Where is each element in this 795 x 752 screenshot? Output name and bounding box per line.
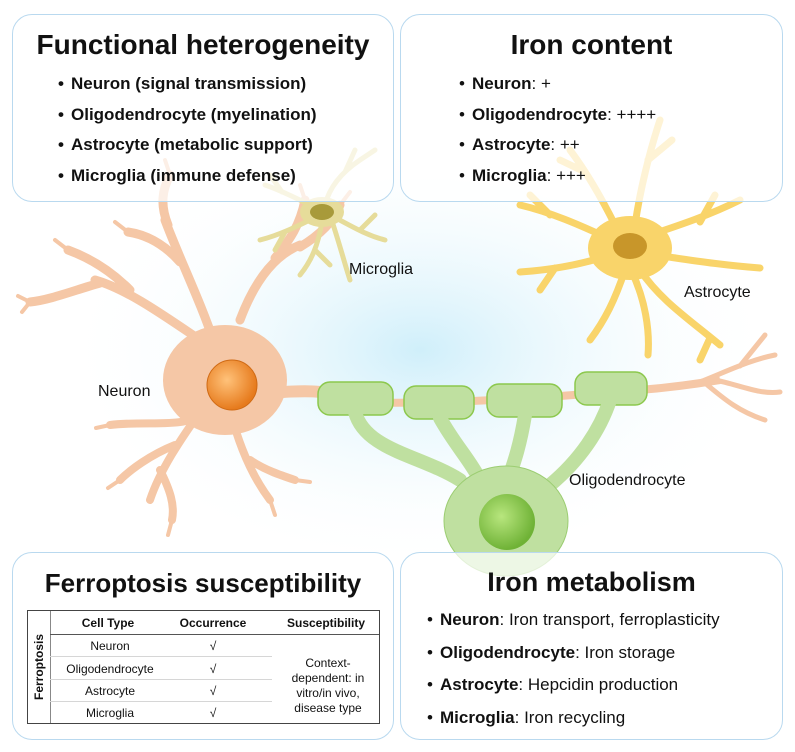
panel-title: Iron content xyxy=(510,29,673,60)
list-item: Microglia: Iron recycling xyxy=(427,702,782,735)
table-cell-occurrence: √ xyxy=(209,684,217,698)
ferroptosis-table: Ferroptosis Cell Type Occurrence Suscept… xyxy=(27,610,380,724)
axon xyxy=(319,376,721,407)
iron-content-panel: Iron content Neuron: + Oligodendrocyte: … xyxy=(400,14,783,202)
oligodendrocyte-nucleus xyxy=(479,494,535,550)
oligodendrocyte-cell xyxy=(348,393,617,492)
header-susceptibility: Susceptibility xyxy=(286,616,366,630)
axon-terminals xyxy=(697,332,783,423)
cell-name: Neuron xyxy=(440,610,500,629)
list-item: Astrocyte (metabolic support) xyxy=(58,130,393,161)
metabolism-role: : Iron recycling xyxy=(514,707,626,727)
panel-title: Iron metabolism xyxy=(487,567,696,597)
oligodendrocyte-label: Oligodendrocyte xyxy=(569,472,686,489)
row-divider xyxy=(50,656,272,657)
panel-title: Functional heterogeneity xyxy=(36,29,370,60)
cell-name: Microglia xyxy=(472,165,547,185)
cell-name: Astrocyte xyxy=(440,675,519,694)
metabolism-role: : Iron transport, ferroplasticity xyxy=(499,610,720,629)
row-group-label: Ferroptosis xyxy=(28,611,51,723)
cell-name: Microglia xyxy=(440,707,515,727)
susceptibility-note: Context-dependent: in vitro/in vivo, dis… xyxy=(291,656,365,715)
iron-level: : +++ xyxy=(546,165,586,185)
row-group-label-text: Ferroptosis xyxy=(32,633,46,701)
ferroptosis-susceptibility-panel: Ferroptosis susceptibility xyxy=(12,552,394,740)
cell-name: Neuron xyxy=(472,74,532,93)
table-cell-type: Oligodendrocyte xyxy=(66,662,154,676)
table-cell-type: Neuron xyxy=(90,639,130,653)
list-item: Oligodendrocyte (myelination) xyxy=(58,100,393,131)
list-item: Oligodendrocyte: Iron storage xyxy=(427,637,782,670)
functional-heterogeneity-panel: Functional heterogeneity Neuron (signal … xyxy=(12,14,394,202)
table-cell-occurrence: √ xyxy=(209,639,217,653)
list-item: Microglia (immune defense) xyxy=(58,161,393,192)
iron-metabolism-list: Neuron: Iron transport, ferroplasticity … xyxy=(427,604,782,735)
iron-level: : + xyxy=(531,74,551,93)
function-list: Neuron (signal transmission) Oligodendro… xyxy=(58,69,393,192)
iron-content-list: Neuron: + Oligodendrocyte: ++++ Astrocyt… xyxy=(459,69,782,192)
table-cell-occurrence: √ xyxy=(209,662,217,676)
list-item: Astrocyte: Hepcidin production xyxy=(427,669,782,702)
panel-title: Ferroptosis susceptibility xyxy=(44,568,362,598)
iron-level: : ++++ xyxy=(607,104,657,124)
microglia-nucleus xyxy=(310,204,334,220)
myelin-sheaths xyxy=(317,371,648,420)
astrocyte-label: Astrocyte xyxy=(684,284,751,301)
header-cell-type: Cell Type xyxy=(81,616,135,630)
astrocyte-nucleus xyxy=(613,233,647,259)
neuron-label: Neuron xyxy=(98,383,151,400)
iron-metabolism-panel: Iron metabolism Neuron: Iron transport, … xyxy=(400,552,783,740)
list-item: Microglia: +++ xyxy=(459,161,782,192)
list-item: Neuron: Iron transport, ferroplasticity xyxy=(427,604,782,637)
table-cell-type: Microglia xyxy=(85,706,134,720)
cell-name: Oligodendrocyte xyxy=(472,104,608,124)
header-occurrence: Occurrence xyxy=(179,616,247,630)
list-item: Neuron (signal transmission) xyxy=(58,69,393,100)
row-divider xyxy=(50,701,272,702)
list-item: Neuron: + xyxy=(459,69,782,100)
table-cell-occurrence: √ xyxy=(209,706,217,720)
metabolism-role: : Hepcidin production xyxy=(518,675,679,694)
list-item: Astrocyte: ++ xyxy=(459,130,782,161)
microglia-label: Microglia xyxy=(349,261,414,278)
table-cell-type: Astrocyte xyxy=(84,684,135,698)
iron-level: : ++ xyxy=(550,135,580,154)
header-divider xyxy=(50,634,379,635)
row-divider xyxy=(50,679,272,680)
cell-name: Oligodendrocyte xyxy=(440,642,576,662)
cell-name: Astrocyte xyxy=(472,135,551,154)
neuron-nucleus xyxy=(206,359,258,411)
list-item: Oligodendrocyte: ++++ xyxy=(459,100,782,131)
metabolism-role: : Iron storage xyxy=(575,642,676,662)
